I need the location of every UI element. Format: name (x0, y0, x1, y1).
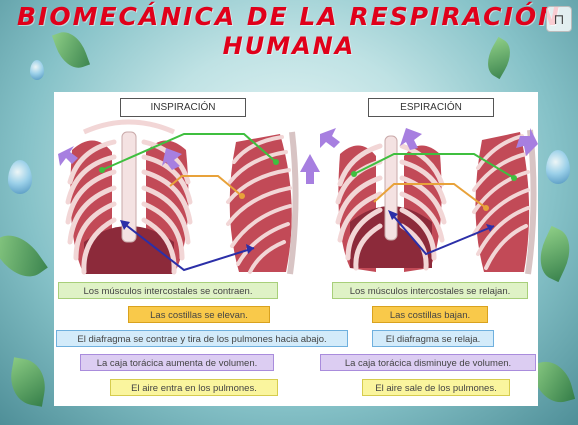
water-drop-decoration (8, 160, 32, 194)
expiration-step-3: El diafragma se relaja. (372, 330, 494, 347)
expand-arrow-left (58, 146, 78, 166)
orange-connector (169, 175, 243, 197)
inspiration-side-ribcage (226, 131, 299, 275)
expiration-side-ribcage (472, 129, 537, 275)
inspiration-step-3: El diafragma se contrae y tira de los pu… (56, 330, 348, 347)
blue-connector (389, 211, 495, 256)
expiration-header: ESPIRACIÓN (368, 98, 494, 117)
rib-cage-illustrations (58, 119, 538, 275)
expiration-step-2: Las costillas bajan. (372, 306, 488, 323)
expiration-step-4: La caja torácica disminuye de volumen. (320, 354, 536, 371)
blue-connector (121, 221, 255, 272)
expand-arrow-right (162, 148, 182, 170)
descend-arrow (516, 128, 538, 156)
orange-connector (373, 183, 487, 209)
green-connector (353, 153, 515, 179)
contract-arrow-right (400, 128, 422, 150)
inspiration-step-2: Las costillas se elevan. (128, 306, 270, 323)
inspiration-step-1: Los músculos intercostales se contraen. (58, 282, 278, 299)
contract-arrow-left (320, 128, 340, 148)
rise-arrow (300, 154, 320, 184)
diagram-panel: INSPIRACIÓN ESPIRACIÓN Los músculos inte… (54, 92, 538, 406)
water-drop-decoration (546, 150, 570, 184)
green-connector (101, 133, 277, 171)
expiration-step-1: Los músculos intercostales se relajan. (332, 282, 528, 299)
inspiration-header: INSPIRACIÓN (120, 98, 246, 117)
water-drop-decoration (30, 60, 44, 80)
expiration-step-5: El aire sale de los pulmones. (362, 379, 510, 396)
inspiration-front-ribcage (65, 119, 193, 275)
page-title: BIOMECÁNICA DE LA RESPIRACIÓN (16, 2, 561, 31)
inspiration-step-4: La caja torácica aumenta de volumen. (80, 354, 274, 371)
bookmark-icon[interactable]: ⊓ (546, 6, 572, 32)
inspiration-step-5: El aire entra en los pulmones. (110, 379, 278, 396)
page-subtitle: HUMANA (222, 32, 356, 60)
